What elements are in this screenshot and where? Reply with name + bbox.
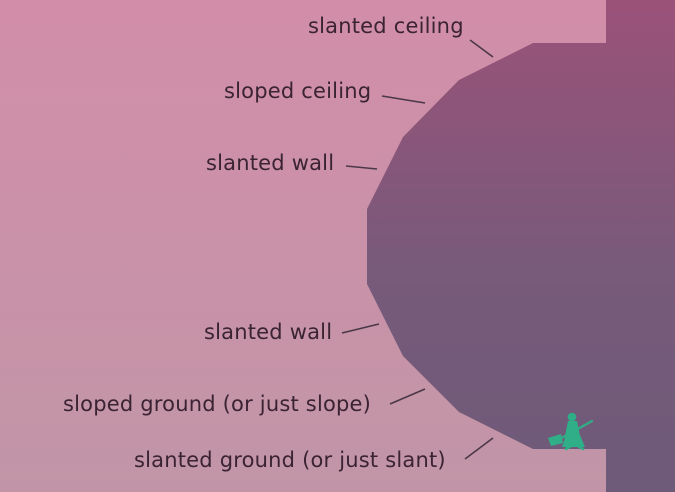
leader-lines: [341, 39, 494, 460]
label-slanted-ground: slanted ground (or just slant): [134, 448, 446, 472]
label-sloped-ground: sloped ground (or just slope): [63, 392, 372, 416]
label-slanted-ceiling: slanted ceiling: [308, 14, 464, 38]
label-slanted-wall-upper: slanted wall: [206, 151, 335, 175]
leader-slanted-wall-upper: [345, 165, 378, 170]
leader-slanted-ground: [464, 437, 494, 460]
leader-sloped-ceiling: [381, 95, 426, 104]
witch-on-broom-icon: [548, 412, 594, 451]
leader-sloped-ground: [389, 388, 426, 405]
label-slanted-wall-lower: slanted wall: [204, 320, 333, 344]
leader-slanted-wall-lower: [341, 323, 380, 334]
label-sloped-ceiling: sloped ceiling: [224, 79, 372, 103]
cave-region: [367, 0, 675, 492]
leader-slanted-ceiling: [469, 39, 494, 58]
